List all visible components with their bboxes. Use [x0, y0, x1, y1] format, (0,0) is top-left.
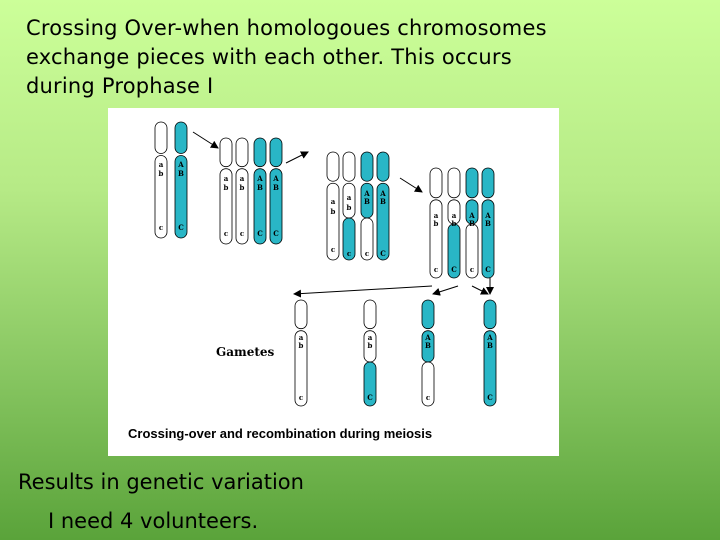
gene-label: a [347, 193, 352, 202]
gene-label: A [272, 174, 279, 183]
gene-label: b [368, 341, 373, 350]
gene-label: B [273, 183, 279, 192]
arrow-6 [471, 285, 489, 295]
gene-label: b [159, 169, 164, 178]
chromosome-s4-t1: ABc [465, 167, 479, 279]
gene-label: A [256, 174, 263, 183]
gene-label: B [380, 197, 386, 206]
gene-label: C [257, 229, 263, 238]
gamete-2: abC [363, 299, 377, 407]
gene-label: c [426, 393, 430, 402]
gene-label: A [486, 333, 493, 342]
gene-label: C [273, 229, 279, 238]
gamete-3: ABc [421, 299, 435, 407]
chromosome-s4-w2: abC [447, 167, 461, 279]
chromosome-s2-w1: ab c [219, 137, 233, 245]
gamete-4: AB C [483, 299, 497, 407]
chromosome-s1-teal: AB C [174, 121, 188, 239]
gene-label: B [469, 219, 475, 228]
gene-label: A [177, 160, 184, 169]
chromosome-s3-t2: AB C [376, 151, 390, 261]
gene-label: a [434, 211, 439, 220]
gene-label: C [485, 265, 491, 274]
chromosome-s2-t1: AB C [253, 137, 267, 245]
chromosome-s4-t2: AB C [481, 167, 495, 279]
gene-label: c [159, 223, 163, 232]
gene-label: b [224, 183, 229, 192]
chromosome-s3-w2: ab c [342, 151, 356, 261]
gene-label: a [224, 174, 229, 183]
gene-label: A [424, 333, 431, 342]
arrow-5 [432, 285, 459, 296]
gene-label: c [434, 265, 438, 274]
genetic-variation-text: Results in genetic variation [18, 470, 304, 494]
gene-label: B [485, 219, 491, 228]
gene-label: B [364, 197, 370, 206]
gametes-label: Gametes [216, 345, 275, 359]
gene-label: A [484, 211, 491, 220]
chromosome-s3-t1: ABc [360, 151, 374, 261]
gene-label: b [299, 341, 304, 350]
gene-label: b [240, 183, 245, 192]
gene-label: c [299, 393, 303, 402]
gene-label: b [452, 219, 457, 228]
gene-label: B [257, 183, 263, 192]
arrow-1 [192, 131, 219, 149]
arrow-4 [293, 285, 433, 298]
gene-label: b [434, 219, 439, 228]
gene-label: C [487, 393, 493, 402]
gene-label: c [470, 265, 474, 274]
gene-label: a [331, 197, 336, 206]
chromosome-s1-white: ab c [154, 121, 168, 239]
arrow-2 [285, 151, 309, 164]
chromosome-s2-t2: AB C [269, 137, 283, 245]
arrow-3 [399, 177, 423, 193]
chromosome-s4-w1: ab c [429, 167, 443, 279]
gene-label: a [368, 333, 373, 342]
chromosome-s3-w1: ab c [326, 151, 340, 261]
gene-label: C [451, 265, 457, 274]
gene-label: C [367, 393, 373, 402]
gene-label: b [347, 203, 352, 212]
gene-label: a [299, 333, 304, 342]
diagram-caption: Crossing-over and recombination during m… [128, 426, 432, 441]
slide-title: Crossing Over-when homologoues chromosom… [26, 16, 547, 98]
gene-label: A [363, 189, 370, 198]
gene-label: A [468, 211, 475, 220]
chromosome-group: abcABCabcabcABCABCabcabcABcABCabcabCABcA… [154, 121, 497, 407]
gene-label: C [380, 249, 386, 258]
gene-label: b [331, 207, 336, 216]
gene-label: A [379, 189, 386, 198]
gamete-1: ab c [294, 299, 308, 407]
gene-label: B [178, 169, 184, 178]
gene-label: B [425, 341, 431, 350]
gene-label: B [487, 341, 493, 350]
gene-label: c [365, 249, 369, 258]
chromosome-s2-w2: ab c [235, 137, 249, 245]
arrow-group [192, 131, 494, 298]
gene-label: c [240, 229, 244, 238]
gene-label: c [331, 245, 335, 254]
volunteers-text: I need 4 volunteers. [48, 509, 259, 533]
gene-label: a [240, 174, 245, 183]
gene-label: c [224, 229, 228, 238]
gene-label: c [347, 249, 351, 258]
gene-label: C [178, 223, 184, 232]
gene-label: a [159, 160, 164, 169]
gene-label: a [452, 211, 457, 220]
diagram-canvas: abcABCabcabcABCABCabcabcABcABCabcabCABcA… [128, 121, 497, 441]
